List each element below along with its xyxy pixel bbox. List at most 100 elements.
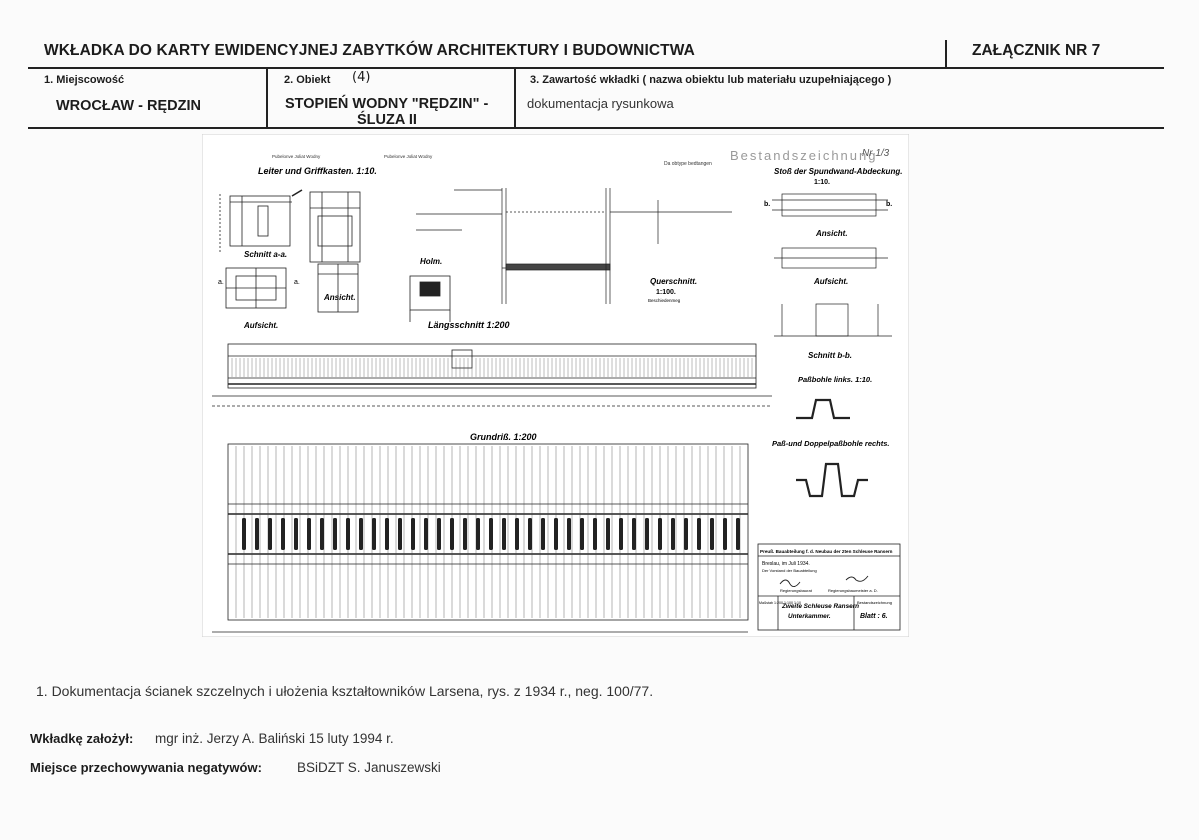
elevation-left-label: Ansicht.: [323, 293, 356, 302]
tb-sign-2: Regierungsbaumeister a. D.: [828, 588, 878, 593]
plan-post: [632, 518, 636, 550]
content-label: 3. Zawartość wkładki ( nazwa obiektu lub…: [530, 74, 892, 86]
plan-post: [671, 518, 675, 550]
joint-elevation-label: Ansicht.: [815, 229, 848, 238]
pass-left-profile: [796, 398, 850, 420]
tb-name-1: Zweite Schleuse Ransern: [781, 603, 859, 610]
ladder-title: Leiter und Griffkasten. 1:10.: [258, 166, 377, 176]
joint-title: Stoß der Spundwand-Abdeckung.: [774, 167, 902, 176]
letter-b-right: b.: [886, 201, 892, 208]
plan-post: [697, 518, 701, 550]
plan-post: [541, 518, 545, 550]
attachment-number: ZAŁĄCZNIK NR 7: [972, 42, 1101, 59]
plan-post: [736, 518, 740, 550]
tb-sheet-label: Bestandszeichnung: [857, 600, 892, 605]
plan-post: [515, 518, 519, 550]
cross-section-label: Querschnitt.: [650, 277, 697, 286]
fields-rule: [28, 127, 1164, 129]
technical-drawing: Bestandszeichnung Nr 1/3 Da obtype bedta…: [202, 134, 909, 637]
tb-sheet: Blatt : 6.: [860, 613, 888, 620]
plan-post: [606, 518, 610, 550]
field-divider-1: [266, 68, 268, 128]
ground-plan-sketch: [212, 443, 749, 633]
plan-post: [684, 518, 688, 550]
author-value: mgr inż. Jerzy A. Baliński 15 luty 1994 …: [155, 731, 394, 746]
plan-post: [294, 518, 298, 550]
plan-post: [450, 518, 454, 550]
tb-scales: Maßstab 1:200 1:100 1:10: [759, 601, 801, 605]
stamp-note: Nr 1/3: [862, 148, 890, 159]
storage-label: Miejsce przechowywania negatywów:: [30, 760, 262, 775]
tb-date: Breslau, im Juli 1934.: [762, 561, 810, 567]
plan-post: [346, 518, 350, 550]
ground-plan-label: Grundriß. 1:200: [470, 432, 537, 442]
ladder-plan-sketch: [225, 263, 359, 313]
signature-1: [779, 579, 801, 587]
pass-right-label: Paß-und Doppelpaßbohle rechts.: [772, 439, 890, 448]
plan-post: [372, 518, 376, 550]
plan-post: [619, 518, 623, 550]
plan-post: [385, 518, 389, 550]
stamp-text: Bestandszeichnung: [730, 148, 877, 163]
tb-office: Preuß. Bauabteilung f. d. Neubau der 2te…: [760, 549, 893, 554]
content-value: dokumentacja rysunkowa: [527, 96, 674, 111]
letter-a-right: a.: [294, 279, 300, 286]
plan-post: [463, 518, 467, 550]
letter-b-left: b.: [764, 201, 770, 208]
drawing-caption: 1. Dokumentacja ścianek szczelnych i uło…: [36, 683, 654, 699]
cross-section-note: Beschiedenmeg: [648, 298, 681, 303]
plan-post: [437, 518, 441, 550]
document-title: WKŁADKA DO KARTY EWIDENCYJNEJ ZABYTKÓW A…: [44, 42, 695, 59]
field-divider-2: [514, 68, 516, 128]
signature-2: [845, 575, 869, 582]
section-bb-label: Schnitt b-b.: [808, 351, 852, 360]
joint-scale: 1:10.: [814, 179, 830, 186]
author-label: Wkładkę założył:: [30, 731, 134, 746]
header-rule: [28, 67, 1164, 69]
plan-post: [359, 518, 363, 550]
joint-sketches: [772, 193, 892, 337]
location-label: 1. Miejscowość: [44, 74, 125, 86]
plan-post: [320, 518, 324, 550]
plan-post: [255, 518, 259, 550]
plan-post: [307, 518, 311, 550]
title-block: [757, 543, 901, 631]
longitudinal-hatching: [231, 358, 753, 377]
plan-post: [242, 518, 246, 550]
plan-post: [710, 518, 714, 550]
holm-sketch: [409, 275, 451, 322]
storage-value: BSiDZT S. Januszewski: [297, 760, 441, 775]
longitudinal-label: Längsschnitt 1:200: [428, 320, 510, 330]
plan-left-label: Aufsicht.: [243, 321, 278, 330]
location-value: WROCŁAW - RĘDZIN: [56, 98, 201, 114]
pass-right-profile: [796, 462, 868, 498]
tb-name-2: Unterkammer.: [788, 613, 831, 620]
header-divider: [945, 40, 947, 67]
plan-post: [645, 518, 649, 550]
plan-post: [476, 518, 480, 550]
plan-post: [554, 518, 558, 550]
cross-section-sketch: [416, 188, 732, 304]
plan-post: [268, 518, 272, 550]
plan-post: [489, 518, 493, 550]
longitudinal-section-sketch: [212, 343, 772, 407]
letter-a-left: a.: [218, 279, 224, 286]
plan-post: [424, 518, 428, 550]
plan-post: [723, 518, 727, 550]
pass-left-label: Paßbohle links. 1:10.: [798, 375, 872, 384]
object-value-line2: ŚLUZA II: [357, 112, 417, 128]
cross-section-scale: 1:100.: [656, 289, 676, 296]
plan-post: [593, 518, 597, 550]
plan-post: [502, 518, 506, 550]
joint-plan-label: Aufsicht.: [813, 277, 848, 286]
tb-sign-1: Regierungsbaurat: [780, 588, 813, 593]
object-number: (4): [352, 70, 371, 85]
plan-post: [580, 518, 584, 550]
ladder-section-sketch: [219, 189, 361, 263]
small-title-2: Pubelonve Joliat Wodny: [384, 154, 433, 159]
section-aa-label: Schnitt a-a.: [244, 250, 287, 259]
plan-post: [567, 518, 571, 550]
plan-post: [398, 518, 402, 550]
plan-post: [281, 518, 285, 550]
tb-head: Der Vorstand der Bauabteilung: [762, 568, 817, 573]
